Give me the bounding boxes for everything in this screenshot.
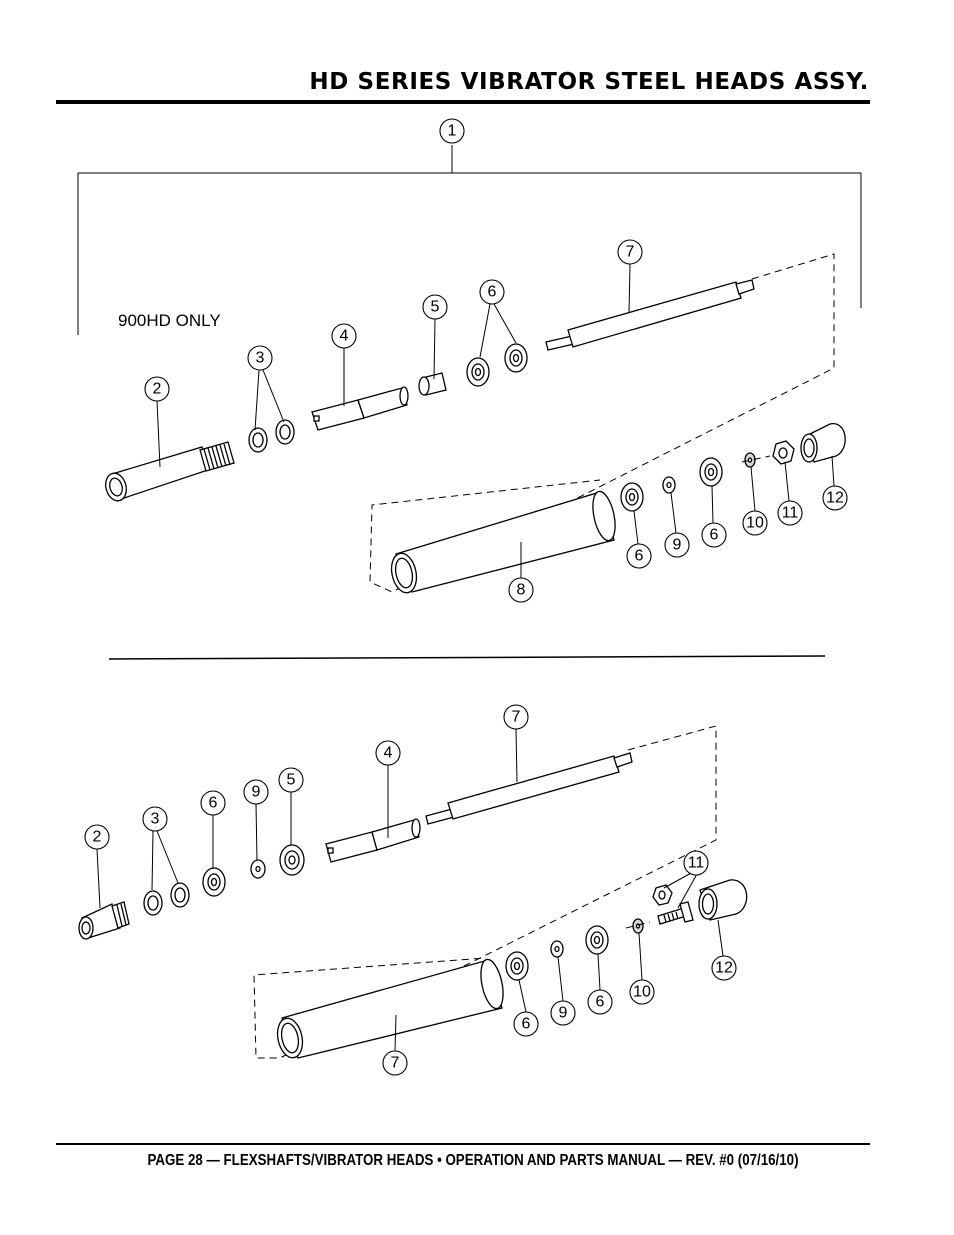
part-12-end-cap <box>698 879 748 921</box>
part-10-washer <box>632 918 644 934</box>
svg-text:9: 9 <box>252 784 261 801</box>
svg-text:7: 7 <box>512 709 521 726</box>
svg-text:4: 4 <box>340 328 349 345</box>
part-6-bearing <box>202 867 226 897</box>
part-2-nose <box>78 901 130 940</box>
part-10-washer <box>744 452 756 468</box>
callout-6: 6 <box>587 989 613 1015</box>
svg-text:2: 2 <box>153 381 162 398</box>
title-rule <box>56 100 870 104</box>
svg-text:3: 3 <box>256 350 265 367</box>
page-title: HD SERIES VIBRATOR STEEL HEADS ASSY. <box>309 69 869 95</box>
part-9-washer <box>250 859 266 879</box>
svg-text:12: 12 <box>715 960 733 977</box>
part-7-long-shaft <box>545 279 755 351</box>
footer-rule <box>56 1143 870 1145</box>
svg-text:10: 10 <box>746 515 764 532</box>
svg-text:5: 5 <box>287 772 296 789</box>
part-11-nut <box>772 440 795 465</box>
part-4-square-shaft <box>325 818 421 863</box>
svg-text:6: 6 <box>522 1016 531 1033</box>
upper-assembly: 900HD ONLY <box>77 118 862 603</box>
model-note: 900HD ONLY <box>118 311 221 330</box>
section-divider <box>108 655 826 660</box>
axis-line <box>625 921 651 929</box>
axis-line <box>741 455 771 463</box>
svg-text:6: 6 <box>635 548 644 565</box>
part-6-bearing <box>620 482 644 512</box>
svg-text:7: 7 <box>626 244 635 261</box>
callout-2: 2 <box>84 824 110 850</box>
part-9-washer <box>550 940 564 958</box>
callout-6: 6 <box>513 1011 539 1037</box>
callout-3: 3 <box>142 806 168 832</box>
svg-text:7: 7 <box>391 1055 400 1072</box>
part-8-housing-tube <box>390 490 616 594</box>
callout-10: 10 <box>742 510 768 536</box>
svg-text:9: 9 <box>559 1005 568 1022</box>
svg-text:5: 5 <box>431 299 440 316</box>
part-7-long-shaft <box>425 752 633 825</box>
svg-text:6: 6 <box>209 795 218 812</box>
part-3-rings <box>143 882 190 916</box>
callout-10: 10 <box>629 979 655 1005</box>
callout-8: 8 <box>508 577 534 603</box>
callout-5: 5 <box>422 294 448 320</box>
callout-4: 4 <box>375 740 401 766</box>
part-7-housing-tube <box>276 958 504 1059</box>
leader-lines <box>96 728 724 1052</box>
assembly-bracket <box>77 145 862 335</box>
callout-9: 9 <box>243 779 269 805</box>
callout-12: 12 <box>822 485 848 511</box>
callout-11: 11 <box>777 500 803 526</box>
svg-text:4: 4 <box>384 745 393 762</box>
part-6-bearings <box>466 343 528 387</box>
lower-assembly: 7 4 5 9 6 3 2 11 12 10 6 9 6 7 <box>78 704 748 1076</box>
page-footer: PAGE 28 — FLEXSHAFTS/VIBRATOR HEADS • OP… <box>147 1152 799 1169</box>
callout-6: 6 <box>479 279 505 305</box>
part-5-bearing <box>279 844 305 876</box>
part-11-nut-bolt <box>652 884 694 925</box>
callout-6: 6 <box>200 790 226 816</box>
part-4-square-shaft <box>311 386 409 431</box>
callout-4: 4 <box>331 323 357 349</box>
svg-text:9: 9 <box>673 537 682 554</box>
callout-6: 6 <box>626 543 652 569</box>
part-6-bearing <box>505 951 529 981</box>
callout-7: 7 <box>382 1050 408 1076</box>
callout-9: 9 <box>550 1000 576 1026</box>
svg-text:10: 10 <box>633 984 651 1001</box>
callout-9: 9 <box>664 532 690 558</box>
callout-6: 6 <box>701 522 727 548</box>
svg-text:2: 2 <box>93 829 102 846</box>
callout-1: 1 <box>439 118 465 144</box>
svg-text:8: 8 <box>517 582 526 599</box>
svg-text:12: 12 <box>826 490 844 507</box>
leader-lines <box>156 263 835 578</box>
svg-text:11: 11 <box>688 855 705 872</box>
callout-5: 5 <box>278 767 304 793</box>
part-5-sleeve <box>418 372 447 396</box>
part-12-end-cap <box>800 423 846 463</box>
dashed-envelope <box>369 253 835 593</box>
svg-text:6: 6 <box>596 994 605 1011</box>
part-6-bearing <box>699 457 723 487</box>
part-2-threaded-tube <box>105 441 235 502</box>
svg-text:1: 1 <box>448 123 457 140</box>
callout-2: 2 <box>144 376 170 402</box>
callout-12: 12 <box>711 955 737 981</box>
part-9-washer <box>662 476 676 494</box>
part-6-bearing <box>585 925 609 955</box>
callout-3: 3 <box>247 345 273 371</box>
callout-7: 7 <box>503 704 529 730</box>
part-3-rings <box>248 419 295 453</box>
svg-text:6: 6 <box>488 284 497 301</box>
svg-text:6: 6 <box>710 527 719 544</box>
callout-7: 7 <box>617 239 643 265</box>
svg-text:3: 3 <box>151 811 160 828</box>
svg-text:11: 11 <box>782 505 799 522</box>
callout-11: 11 <box>683 850 709 876</box>
